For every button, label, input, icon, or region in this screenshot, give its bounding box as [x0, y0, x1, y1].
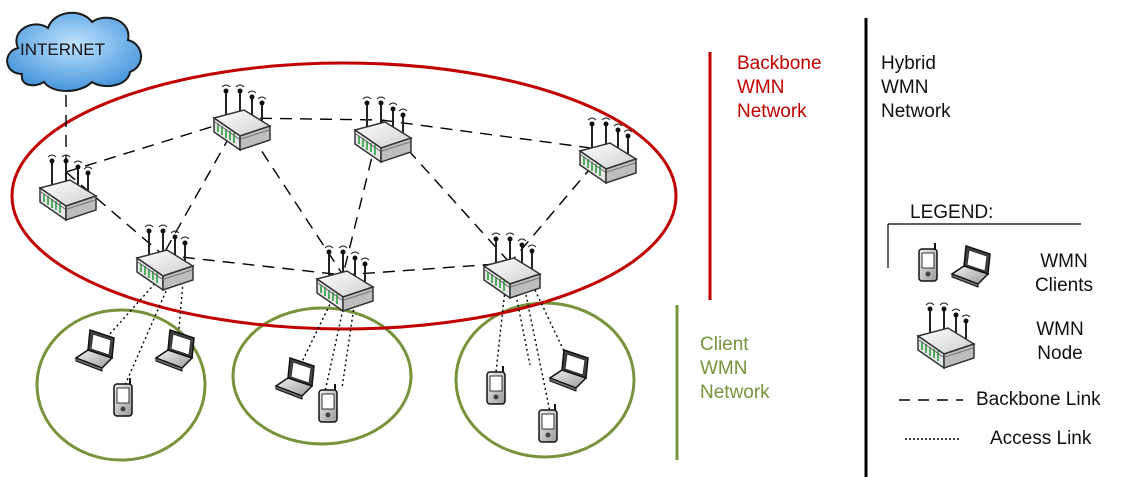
legend-node-line2: Node — [1037, 343, 1083, 364]
backbone-label-line2: WMN — [737, 77, 785, 98]
client-network-label: Client WMN Network — [700, 333, 770, 405]
legend-clients-line2: Clients — [1034, 275, 1094, 296]
access-link — [495, 289, 506, 373]
hybrid-label-line2: WMN — [881, 77, 929, 98]
backbone-link — [380, 119, 607, 151]
legend-access-link-label: Access Link — [990, 428, 1092, 449]
legend-backbone-link-label: Backbone Link — [976, 389, 1101, 410]
phone-icon — [113, 377, 133, 417]
laptop-icon — [275, 357, 315, 400]
legend-node-line1: WMN — [1036, 319, 1084, 340]
laptop-icon — [75, 329, 115, 372]
legend-router-icon — [917, 302, 975, 369]
phone-icon — [486, 365, 506, 405]
internet-label: INTERNET — [20, 40, 105, 59]
wmn-node-router-icon — [316, 245, 374, 312]
backbone-label-line1: Backbone — [737, 53, 822, 74]
hybrid-label-line1: Hybrid — [881, 53, 936, 74]
backbone-network-ellipse — [10, 61, 678, 331]
backbone-link — [380, 119, 511, 264]
backbone-link — [162, 254, 344, 276]
laptop-icon — [549, 349, 589, 392]
laptop-icon — [155, 329, 195, 372]
hybrid-network-label: Hybrid WMN Network — [881, 52, 951, 124]
legend-laptop-icon — [951, 245, 991, 288]
wmn-clients — [75, 329, 589, 443]
backbone-network-label: Backbone WMN Network — [737, 52, 822, 124]
hybrid-label-line3: Network — [881, 101, 951, 122]
legend-phone-icon — [918, 242, 938, 282]
access-link — [324, 299, 346, 393]
client-label-line2: WMN — [700, 358, 748, 379]
phone-icon — [318, 383, 338, 423]
backbone-label-line3: Network — [737, 101, 807, 122]
legend-title: LEGEND: — [910, 202, 994, 223]
access-link — [524, 289, 551, 413]
internet-cloud — [6, 11, 142, 92]
backbone-links — [65, 75, 607, 276]
access-link — [124, 281, 171, 386]
wmn-node-router-icon — [136, 224, 194, 291]
wmn-node-router-icon — [354, 96, 412, 163]
legend-clients-label: WMN Clients — [1029, 250, 1099, 298]
wmn-node-router-icon — [213, 84, 271, 151]
backbone-link — [65, 171, 164, 256]
wmn-nodes — [39, 84, 637, 312]
backbone-link — [239, 117, 382, 121]
client-network-ellipse-2 — [231, 306, 413, 446]
legend-clients-line1: WMN — [1040, 251, 1088, 272]
phone-icon — [538, 403, 558, 443]
client-label-line1: Client — [700, 334, 749, 355]
legend-frame — [887, 223, 1081, 268]
client-label-line3: Network — [700, 382, 770, 403]
backbone-link — [65, 117, 241, 173]
backbone-link — [342, 262, 511, 276]
legend-node-label: WMN Node — [1025, 318, 1095, 366]
client-network-ellipse-1 — [35, 308, 207, 462]
